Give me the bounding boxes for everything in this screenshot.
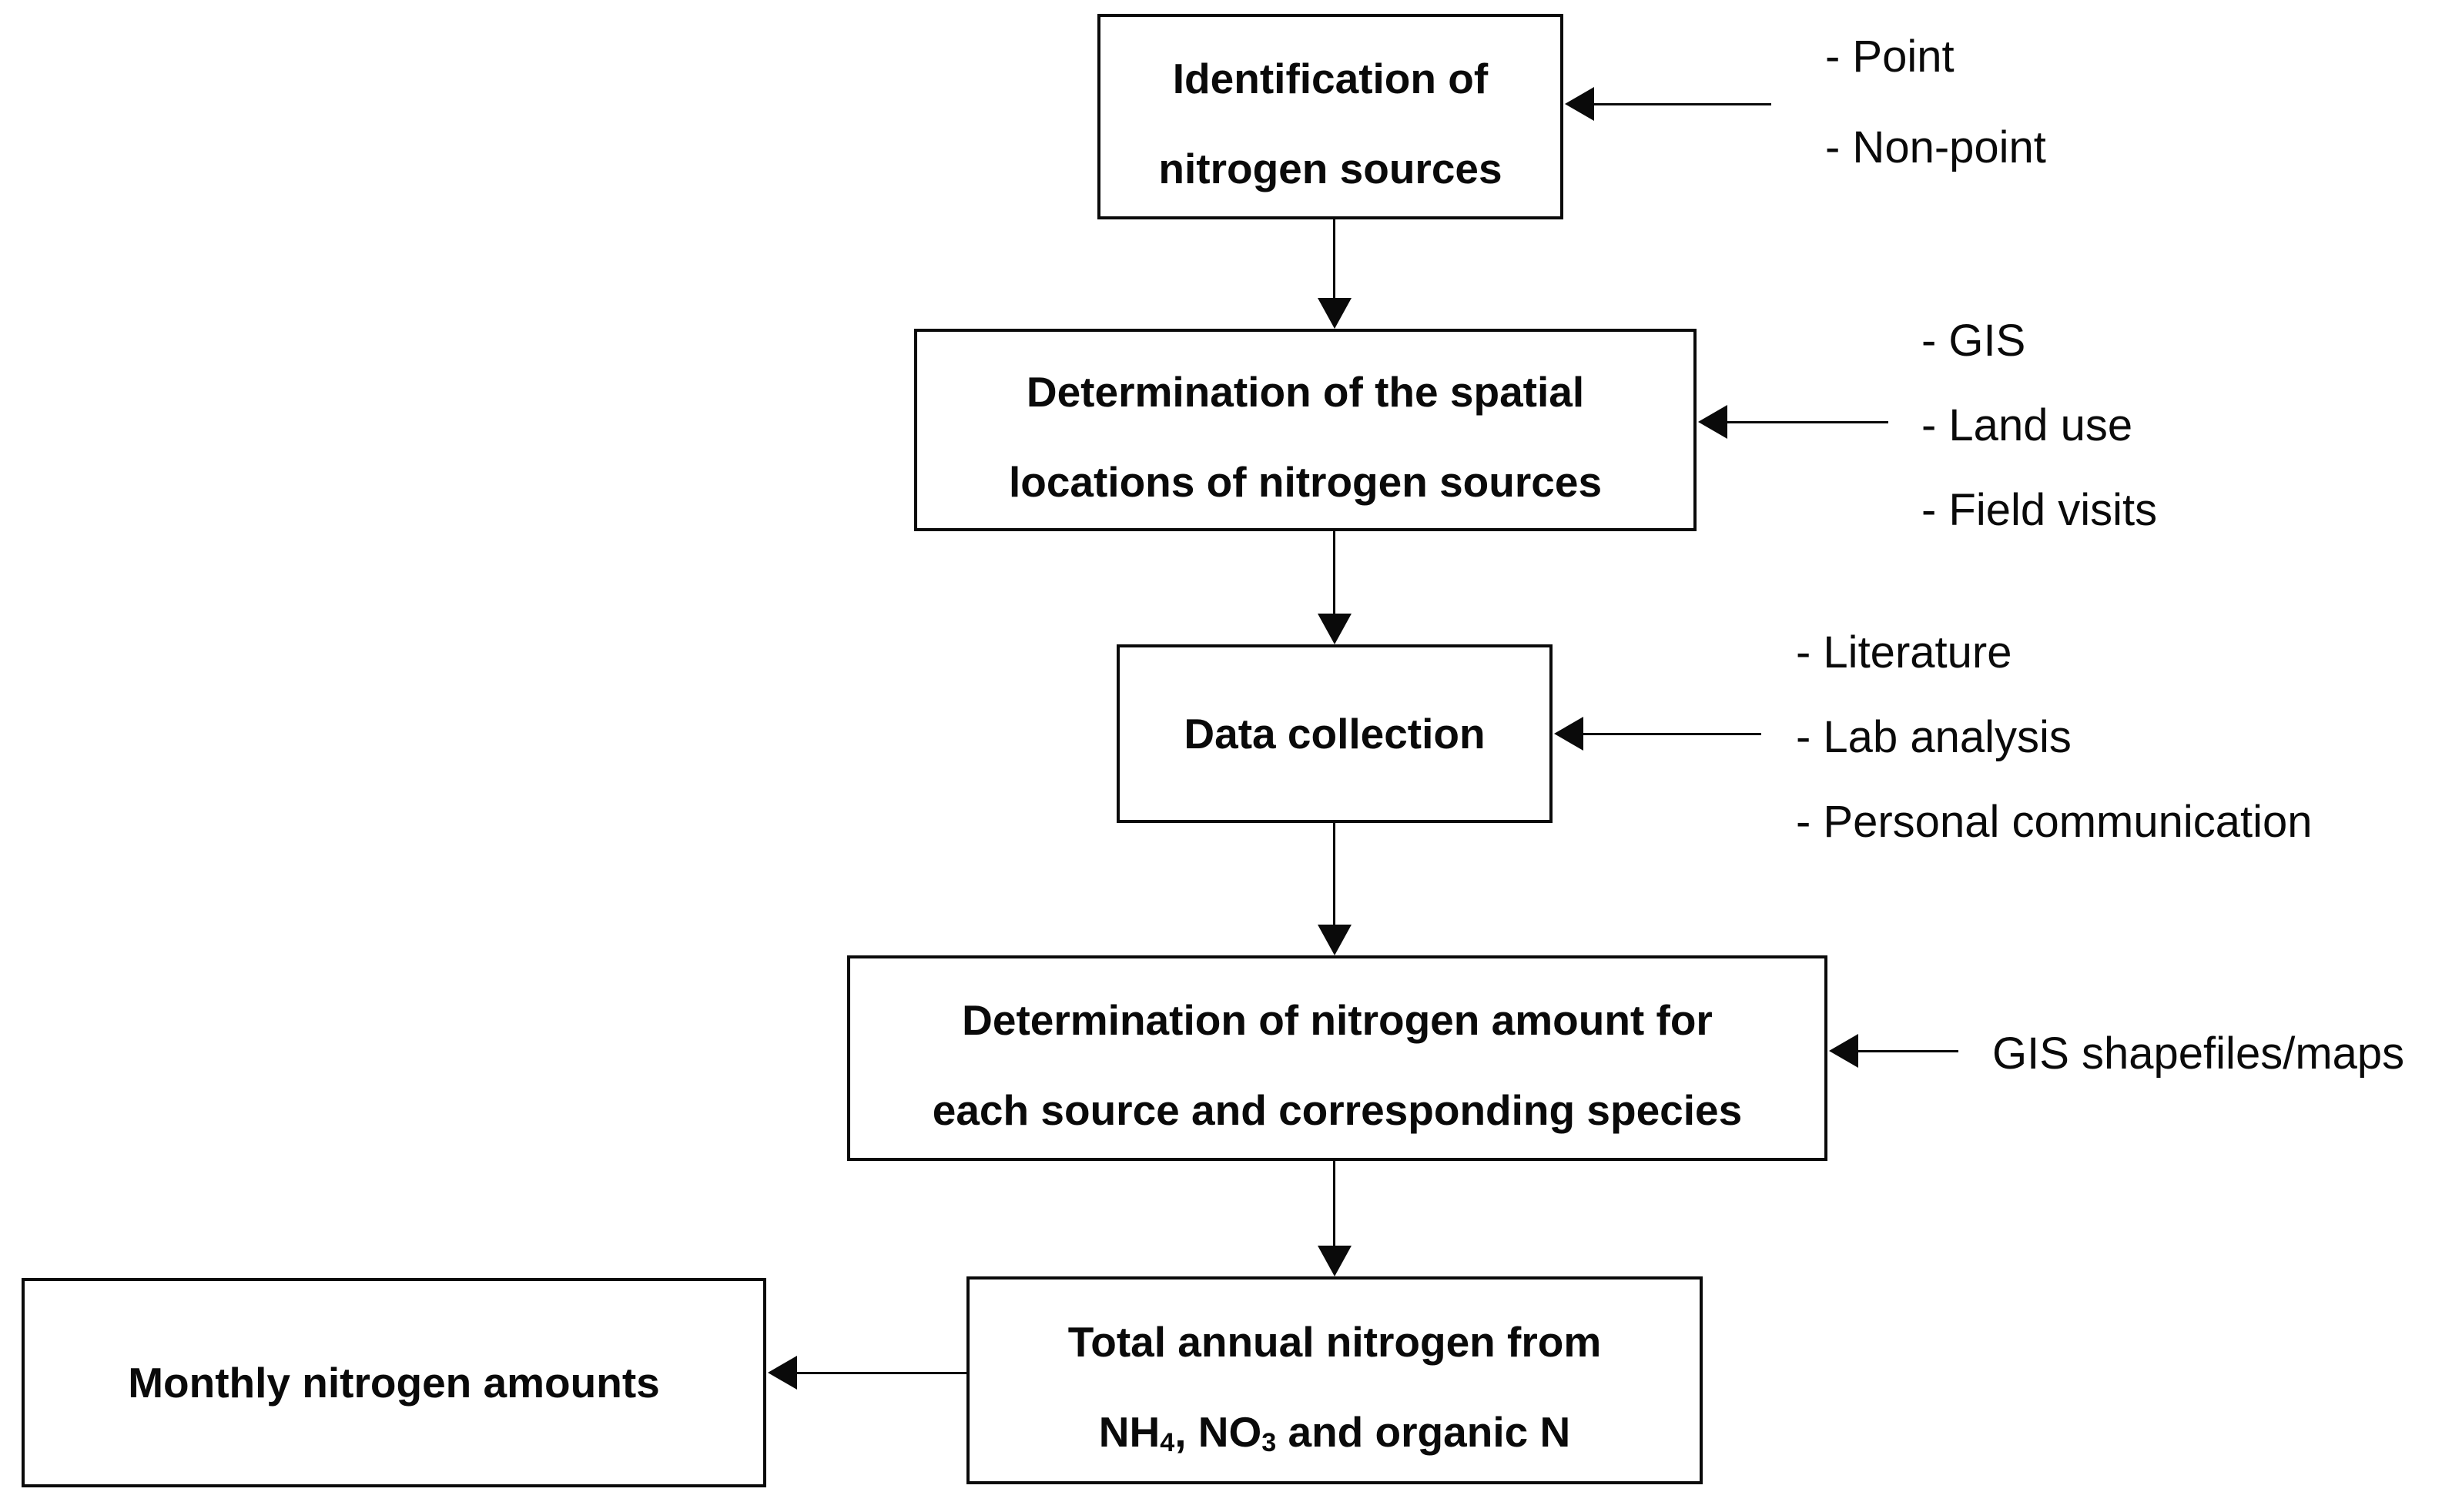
arrow-head-down-icon bbox=[1318, 1246, 1352, 1276]
formula-text: , NO bbox=[1174, 1408, 1262, 1456]
arrow-head-left-icon bbox=[1829, 1034, 1858, 1068]
annotation-item: - Personal communication bbox=[1796, 796, 2313, 847]
left-arrow-sources-to-collection bbox=[1554, 717, 1761, 751]
left-arrow-point-types-to-identification bbox=[1565, 87, 1771, 121]
down-arrow-identification-to-spatial bbox=[1318, 219, 1352, 329]
annotation-gis-shapefiles: GIS shapefiles/maps bbox=[1992, 1011, 2404, 1096]
annotation-location-methods: - GIS - Land use - Field visits bbox=[1921, 298, 2157, 552]
arrow-head-down-icon bbox=[1318, 614, 1352, 644]
left-arrow-methods-to-spatial bbox=[1698, 405, 1888, 439]
arrow-head-down-icon bbox=[1318, 298, 1352, 329]
arrow-shaft bbox=[1333, 823, 1335, 928]
arrow-head-left-icon bbox=[1565, 87, 1594, 121]
arrow-shaft bbox=[1855, 1049, 1958, 1052]
left-arrow-total-to-monthly bbox=[768, 1356, 968, 1390]
annotation-item: - Non-point bbox=[1825, 122, 2046, 172]
arrow-shaft bbox=[1333, 531, 1335, 617]
arrow-shaft bbox=[1333, 219, 1335, 301]
flow-box-monthly-amounts: Monthly nitrogen amounts bbox=[22, 1278, 766, 1487]
arrow-shaft bbox=[1333, 1161, 1335, 1249]
annotation-point-types: - Point - Non-point bbox=[1825, 11, 2046, 192]
arrow-head-left-icon bbox=[768, 1356, 797, 1390]
annotation-item: - Literature bbox=[1796, 627, 2012, 677]
annotation-data-sources: - Literature - Lab analysis - Personal c… bbox=[1796, 610, 2313, 864]
formula-subscript: 3 bbox=[1261, 1428, 1277, 1458]
formula-subscript: 4 bbox=[1160, 1428, 1175, 1458]
arrow-head-left-icon bbox=[1554, 717, 1583, 751]
box-text-line-formula: NH4, NO3 and organic N bbox=[1099, 1387, 1570, 1477]
annotation-item: GIS shapefiles/maps bbox=[1992, 1028, 2405, 1079]
arrow-shaft bbox=[1724, 420, 1888, 423]
box-text-line: Determination of nitrogen amount for bbox=[962, 995, 1713, 1044]
arrow-shaft bbox=[1591, 102, 1771, 105]
box-text-line: Identification of bbox=[1172, 54, 1489, 102]
annotation-item: - Point bbox=[1825, 31, 1955, 82]
arrow-head-down-icon bbox=[1318, 925, 1352, 955]
formula-text: and organic N bbox=[1276, 1408, 1571, 1456]
box-text-line: each source and corresponding species bbox=[932, 1085, 1743, 1134]
arrow-shaft bbox=[1580, 732, 1761, 735]
box-text-line: Determination of the spatial bbox=[1026, 367, 1585, 416]
annotation-item: - Field visits bbox=[1921, 484, 2158, 535]
left-arrow-gis-to-amount bbox=[1829, 1034, 1958, 1068]
flow-box-spatial-locations: Determination of the spatial locations o… bbox=[914, 329, 1697, 531]
arrow-head-left-icon bbox=[1698, 405, 1727, 439]
flow-box-nitrogen-amount: Determination of nitrogen amount for eac… bbox=[847, 955, 1827, 1161]
down-arrow-amount-to-total bbox=[1318, 1161, 1352, 1276]
down-arrow-spatial-to-collection bbox=[1318, 531, 1352, 644]
box-text-line: Monthly nitrogen amounts bbox=[128, 1358, 660, 1407]
flow-box-total-annual: Total annual nitrogen from NH4, NO3 and … bbox=[966, 1276, 1703, 1484]
box-text-line: Data collection bbox=[1184, 709, 1486, 758]
flow-box-identification: Identification of nitrogen sources bbox=[1097, 14, 1563, 219]
annotation-item: - GIS bbox=[1921, 315, 2026, 366]
box-text-line: locations of nitrogen sources bbox=[1008, 457, 1603, 506]
formula-text: NH bbox=[1098, 1408, 1161, 1456]
annotation-item: - Land use bbox=[1921, 400, 2133, 450]
annotation-item: - Lab analysis bbox=[1796, 711, 2072, 762]
flow-box-data-collection: Data collection bbox=[1117, 644, 1553, 823]
arrow-shaft bbox=[794, 1371, 968, 1374]
down-arrow-collection-to-amount bbox=[1318, 823, 1352, 955]
box-text-line: Total annual nitrogen from bbox=[1067, 1318, 1602, 1366]
box-text-line: nitrogen sources bbox=[1158, 144, 1502, 192]
